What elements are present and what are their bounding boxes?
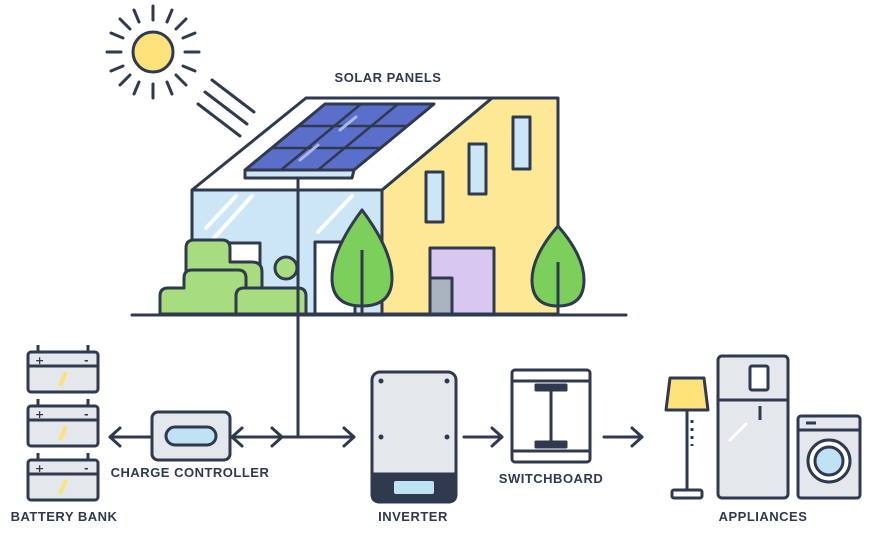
bush-icon [158, 238, 308, 316]
label-appliances: APPLIANCES [718, 509, 808, 524]
label-charge-controller: CHARGE CONTROLLER [110, 465, 270, 480]
label-battery-bank: BATTERY BANK [10, 509, 118, 524]
battery-icon [26, 453, 100, 502]
tree-icon [330, 208, 394, 314]
fridge-icon [716, 354, 790, 500]
washing-machine-icon [796, 414, 862, 500]
panel-reflection [298, 115, 358, 162]
tree-icon [530, 224, 586, 314]
sun-rays-icon [196, 78, 256, 138]
floor-lamp-icon [664, 376, 710, 500]
fridge-reflection [728, 422, 748, 442]
battery-icon [26, 399, 100, 448]
glass-reflection [204, 194, 354, 240]
label-inverter: INVERTER [378, 509, 448, 524]
battery-negative-sign: - [84, 354, 89, 367]
connection-arrows [108, 426, 644, 448]
label-switchboard: SWITCHBOARD [498, 471, 604, 486]
solar-panel-array [243, 102, 436, 180]
label-solar-panels: SOLAR PANELS [334, 70, 442, 85]
battery-positive-sign: + [35, 408, 44, 421]
sun-icon [105, 4, 201, 100]
charge-controller-icon [150, 410, 232, 462]
battery-positive-sign: + [35, 354, 44, 367]
battery-negative-sign: - [84, 408, 89, 421]
inverter-icon [370, 370, 458, 504]
battery-positive-sign: + [35, 462, 44, 475]
switchboard-icon [510, 368, 592, 464]
battery-negative-sign: - [84, 462, 89, 475]
battery-icon [26, 345, 100, 394]
